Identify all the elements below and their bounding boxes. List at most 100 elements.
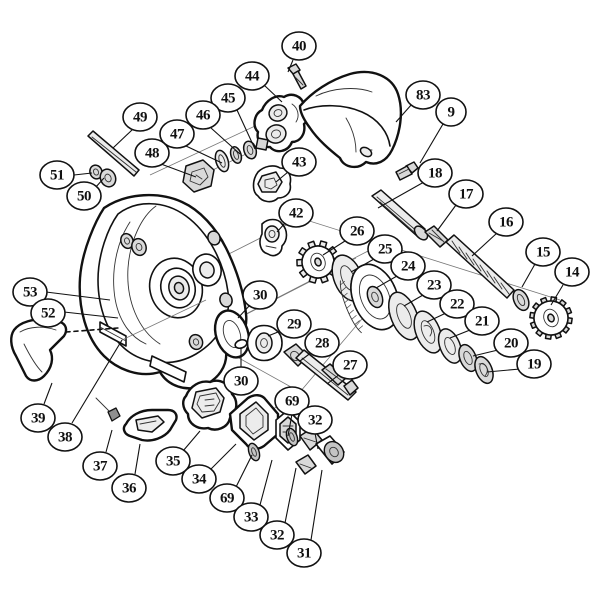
callout-43-clutch-plate[interactable]: 43 xyxy=(281,147,317,177)
callout-21-drag-washer[interactable]: 21 xyxy=(464,306,500,336)
callout-number: 18 xyxy=(428,166,442,182)
callout-bubble xyxy=(30,298,66,328)
callout-46-o-ring[interactable]: 46 xyxy=(185,100,221,130)
callout-number: 50 xyxy=(77,189,91,205)
callout-bubble xyxy=(390,251,426,281)
callout-9-screw[interactable]: 9 xyxy=(435,97,467,127)
callout-31-end-cap[interactable]: 31 xyxy=(286,538,322,568)
part-29-clutch-plate xyxy=(246,324,283,362)
callout-20-washer[interactable]: 20 xyxy=(493,328,529,358)
callout-33-gear-sleeve[interactable]: 33 xyxy=(233,502,269,532)
callout-69-e-ring[interactable]: 69 xyxy=(274,386,310,416)
callout-45-washer[interactable]: 45 xyxy=(210,83,246,113)
callout-leader-33 xyxy=(259,459,273,506)
callout-48-cap-nut[interactable]: 48 xyxy=(134,138,170,168)
callout-bubble xyxy=(439,289,475,319)
callout-bubble xyxy=(134,138,170,168)
callout-83-thumb-bar[interactable]: 83 xyxy=(405,80,441,110)
callout-51-screw-small[interactable]: 51 xyxy=(39,160,75,190)
callout-bubble xyxy=(297,405,333,435)
callout-bubble xyxy=(242,280,278,310)
callout-leader-46 xyxy=(210,127,241,155)
callout-bubble xyxy=(209,483,245,513)
part-31-end-cap xyxy=(315,435,345,465)
callout-19-spring-washer[interactable]: 19 xyxy=(516,349,552,379)
callout-25-washer[interactable]: 25 xyxy=(367,234,403,264)
callout-35-yoke[interactable]: 35 xyxy=(155,446,191,476)
callout-36-click-lever[interactable]: 36 xyxy=(111,473,147,503)
callout-34-clutch-plate[interactable]: 34 xyxy=(181,464,217,494)
callout-49-shaft-rod[interactable]: 49 xyxy=(122,102,158,132)
callout-number: 31 xyxy=(297,546,311,562)
callout-26-ratchet-gear[interactable]: 26 xyxy=(339,216,375,246)
callout-52-side-plate-frame[interactable]: 52 xyxy=(30,298,66,328)
part-46-o-ring xyxy=(229,146,243,164)
callout-leader-31 xyxy=(310,469,323,541)
callout-14-pinion-gear[interactable]: 14 xyxy=(554,257,590,287)
callout-16-worm-screw[interactable]: 16 xyxy=(488,207,524,237)
callout-32-bushing[interactable]: 32 xyxy=(259,520,295,550)
callout-number: 15 xyxy=(536,245,550,261)
callout-53-side-plate[interactable]: 53 xyxy=(12,277,48,307)
callout-leader-32 xyxy=(284,467,297,524)
callout-bubble xyxy=(278,198,314,228)
callout-leader-45 xyxy=(236,109,256,150)
part-53-side-plate xyxy=(78,193,248,390)
callout-bubble xyxy=(234,61,270,91)
callout-number: 16 xyxy=(499,215,514,231)
callout-bubbles: 4044454647484951504342839181716151426252… xyxy=(12,31,590,568)
callout-bubble xyxy=(488,207,524,237)
callout-69-e-ring[interactable]: 69 xyxy=(209,483,245,513)
part-24-drive-gear xyxy=(339,263,400,334)
callout-50-washer-small[interactable]: 50 xyxy=(66,181,102,211)
callout-number: 42 xyxy=(289,206,303,222)
callout-23-drag-washer[interactable]: 23 xyxy=(416,270,452,300)
callout-37-screw-pin[interactable]: 37 xyxy=(82,451,118,481)
callout-28-bushing[interactable]: 28 xyxy=(304,328,340,358)
callout-leader-30 xyxy=(237,304,251,319)
part-47-gasket-ring xyxy=(214,149,230,173)
callout-27-pinion-shaft[interactable]: 27 xyxy=(332,350,368,380)
callout-42-pawl[interactable]: 42 xyxy=(278,198,314,228)
callout-18-worm-shaft[interactable]: 18 xyxy=(417,158,453,188)
part-18-worm-shaft xyxy=(371,189,429,241)
callout-32-bushing[interactable]: 32 xyxy=(297,405,333,435)
callout-38-side-plate-cover[interactable]: 38 xyxy=(47,422,83,452)
callout-47-gasket-ring[interactable]: 47 xyxy=(159,119,195,149)
callout-leader-51 xyxy=(73,172,93,176)
callout-leader-49 xyxy=(112,129,133,149)
part-49-shaft-rod xyxy=(87,130,140,177)
callout-leader-25 xyxy=(350,258,375,273)
callout-number: 43 xyxy=(292,155,306,171)
part-37-screw-pin xyxy=(95,397,121,422)
callout-39-thumb-rest[interactable]: 39 xyxy=(20,403,56,433)
part-15-washer xyxy=(512,288,530,312)
callout-number: 22 xyxy=(450,297,464,313)
callout-44-clutch-cam-unit[interactable]: 44 xyxy=(234,61,270,91)
callout-leader-35 xyxy=(182,430,201,452)
callout-29-clutch-plate[interactable]: 29 xyxy=(276,309,312,339)
part-32-bushing-lower xyxy=(295,454,317,475)
callout-24-drive-gear[interactable]: 24 xyxy=(390,251,426,281)
callout-number: 35 xyxy=(166,454,180,470)
callout-22-drag-washer[interactable]: 22 xyxy=(439,289,475,319)
callout-17-bearing[interactable]: 17 xyxy=(448,179,484,209)
callout-number: 27 xyxy=(343,358,358,374)
callout-bubble xyxy=(286,538,322,568)
callout-leader-39 xyxy=(43,382,53,405)
part-40-screw xyxy=(287,63,307,90)
callout-30-spring[interactable]: 30 xyxy=(242,280,278,310)
callout-15-washer[interactable]: 15 xyxy=(525,237,561,267)
callout-bubble xyxy=(159,119,195,149)
callout-number: 83 xyxy=(416,88,430,104)
callout-bubble xyxy=(20,403,56,433)
callout-bubble xyxy=(464,306,500,336)
callout-40-screw[interactable]: 40 xyxy=(281,31,317,61)
part-83-thumb-bar xyxy=(298,70,403,169)
callout-number: 69 xyxy=(285,394,299,410)
callout-30-spring[interactable]: 30 xyxy=(223,366,259,396)
callout-leader-32 xyxy=(314,432,319,450)
callout-bubble xyxy=(47,422,83,452)
callout-leader-20 xyxy=(472,349,499,357)
callout-bubble xyxy=(332,350,368,380)
